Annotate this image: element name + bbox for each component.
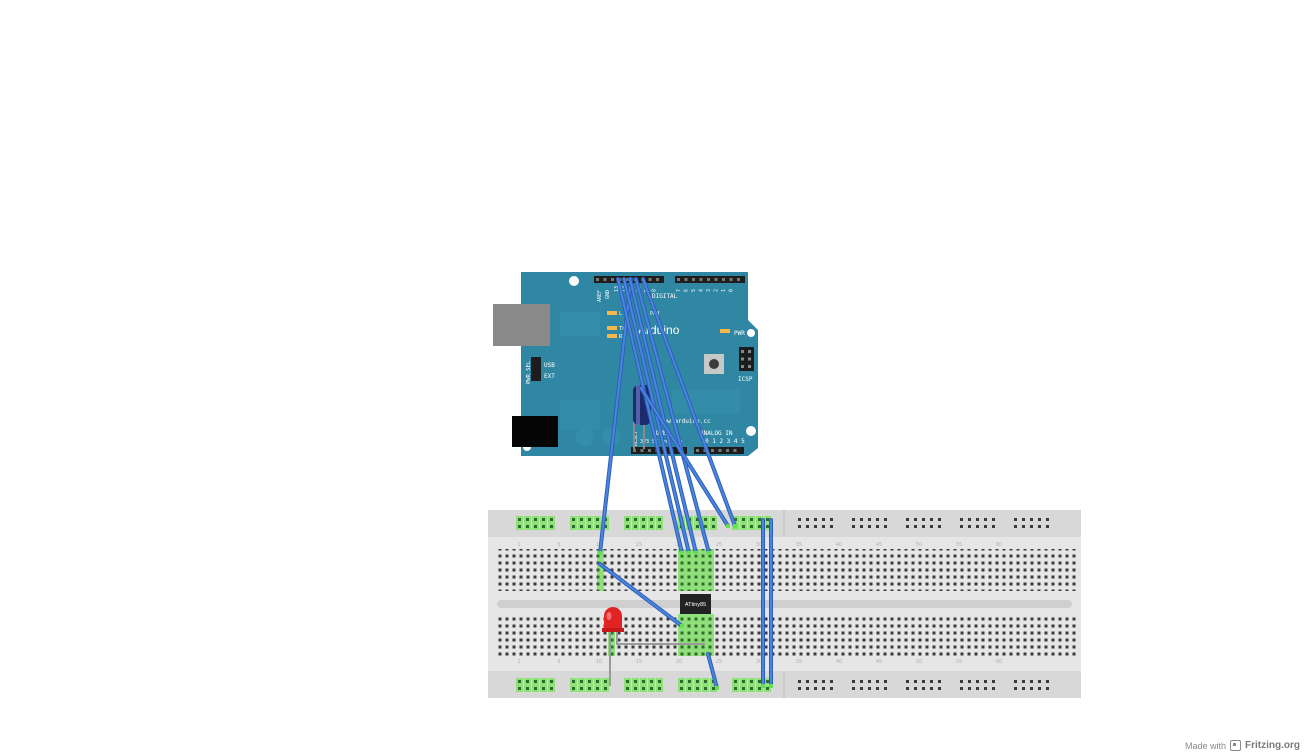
fritzing-brand-link[interactable]: Fritzing.org <box>1245 740 1300 751</box>
tx-label: TX <box>619 326 625 332</box>
digital-pin-number: 3 <box>706 289 712 292</box>
digital-pin-number: 5 <box>691 289 697 292</box>
column-number: 5 <box>557 659 560 665</box>
column-number: 35 <box>796 542 802 548</box>
column-number: 55 <box>956 542 962 548</box>
column-number: 60 <box>996 659 1002 665</box>
pwr-label: PWR <box>734 330 745 337</box>
bottom-power-rail <box>516 678 1049 692</box>
terminal-strip-bottom <box>496 614 1077 656</box>
icsp-label: ICSP <box>738 376 753 383</box>
column-number: 50 <box>916 542 922 548</box>
wires <box>598 277 773 690</box>
column-number: 5 <box>557 542 560 548</box>
attiny-chip: ATtiny85 <box>680 594 711 614</box>
aref-label: AREF <box>597 290 603 302</box>
column-number: 15 <box>636 659 642 665</box>
fritzing-logo-icon <box>1230 740 1241 751</box>
digital-label: DIGITAL <box>652 293 678 300</box>
column-number: 30 <box>756 542 762 548</box>
mount-hole-top-left <box>569 276 579 286</box>
led-tx <box>607 326 617 330</box>
ext-label: EXT <box>544 373 555 380</box>
rx-label: RX <box>619 334 625 340</box>
column-number: 60 <box>996 542 1002 548</box>
led-body <box>604 607 622 630</box>
column-number: 55 <box>956 659 962 665</box>
gnd-label: GND <box>605 290 611 299</box>
column-number: 20 <box>676 659 682 665</box>
highlighted-columns-bottom <box>678 614 714 656</box>
analog-numbers: 0 1 2 3 4 5 <box>705 438 745 445</box>
column-number: 25 <box>716 659 722 665</box>
column-number: 40 <box>836 542 842 548</box>
digital-pin-number: 7 <box>676 289 682 292</box>
footer: Made with Fritzing.org <box>1185 740 1300 751</box>
column-number: 40 <box>836 659 842 665</box>
led-l <box>607 311 617 315</box>
digital-pin-number: 0 <box>729 289 735 292</box>
made-with-text: Made with <box>1184 740 1226 751</box>
chip-body <box>680 594 711 614</box>
column-number: 45 <box>876 542 882 548</box>
column-number: 15 <box>636 542 642 548</box>
usb-label: USB <box>544 362 555 369</box>
digital-pin-number: 6 <box>684 289 690 292</box>
column-number: 1 <box>517 542 520 548</box>
digital-pin-number: 8 <box>652 289 658 292</box>
column-number: 10 <box>596 659 602 665</box>
pwr-sel-jumper <box>531 357 541 381</box>
led-leg-anode <box>616 630 705 645</box>
chip-label: ATtiny85 <box>685 602 706 608</box>
usb-connector <box>493 304 550 346</box>
breadboard-center-channel <box>497 600 1072 608</box>
digital-pin-number: 2 <box>714 289 720 292</box>
digital-pin-number: 13 <box>614 286 620 292</box>
red-led <box>602 607 705 686</box>
l-label: L <box>619 311 622 317</box>
terminal-strip-top <box>496 549 1077 591</box>
highlighted-column-led <box>608 614 615 656</box>
led-rx <box>607 334 617 338</box>
column-number: 50 <box>916 659 922 665</box>
column-number: 45 <box>876 659 882 665</box>
analog-label: ANALOG IN <box>700 430 733 437</box>
digital-pin-number: 4 <box>699 289 705 292</box>
url-label: www.arduino.cc <box>660 418 711 425</box>
column-number: 1 <box>517 659 520 665</box>
reset-label: RESET <box>633 431 639 446</box>
column-number: 35 <box>796 659 802 665</box>
mount-hole-right-bottom <box>746 426 756 436</box>
column-number: 25 <box>716 542 722 548</box>
mount-hole-right-top <box>747 329 755 337</box>
highlighted-columns-top <box>678 549 714 591</box>
highlighted-column-left <box>597 549 604 591</box>
column-number: 30 <box>756 659 762 665</box>
power-jack <box>512 416 558 447</box>
digital-pin-number: 1 <box>721 289 727 292</box>
pwr-sel-label: PWR SEL <box>526 360 532 384</box>
arduino-board: Arduino DIGITAL www.arduino.cc ANALOG IN… <box>493 272 758 456</box>
led-pwr <box>720 329 730 333</box>
